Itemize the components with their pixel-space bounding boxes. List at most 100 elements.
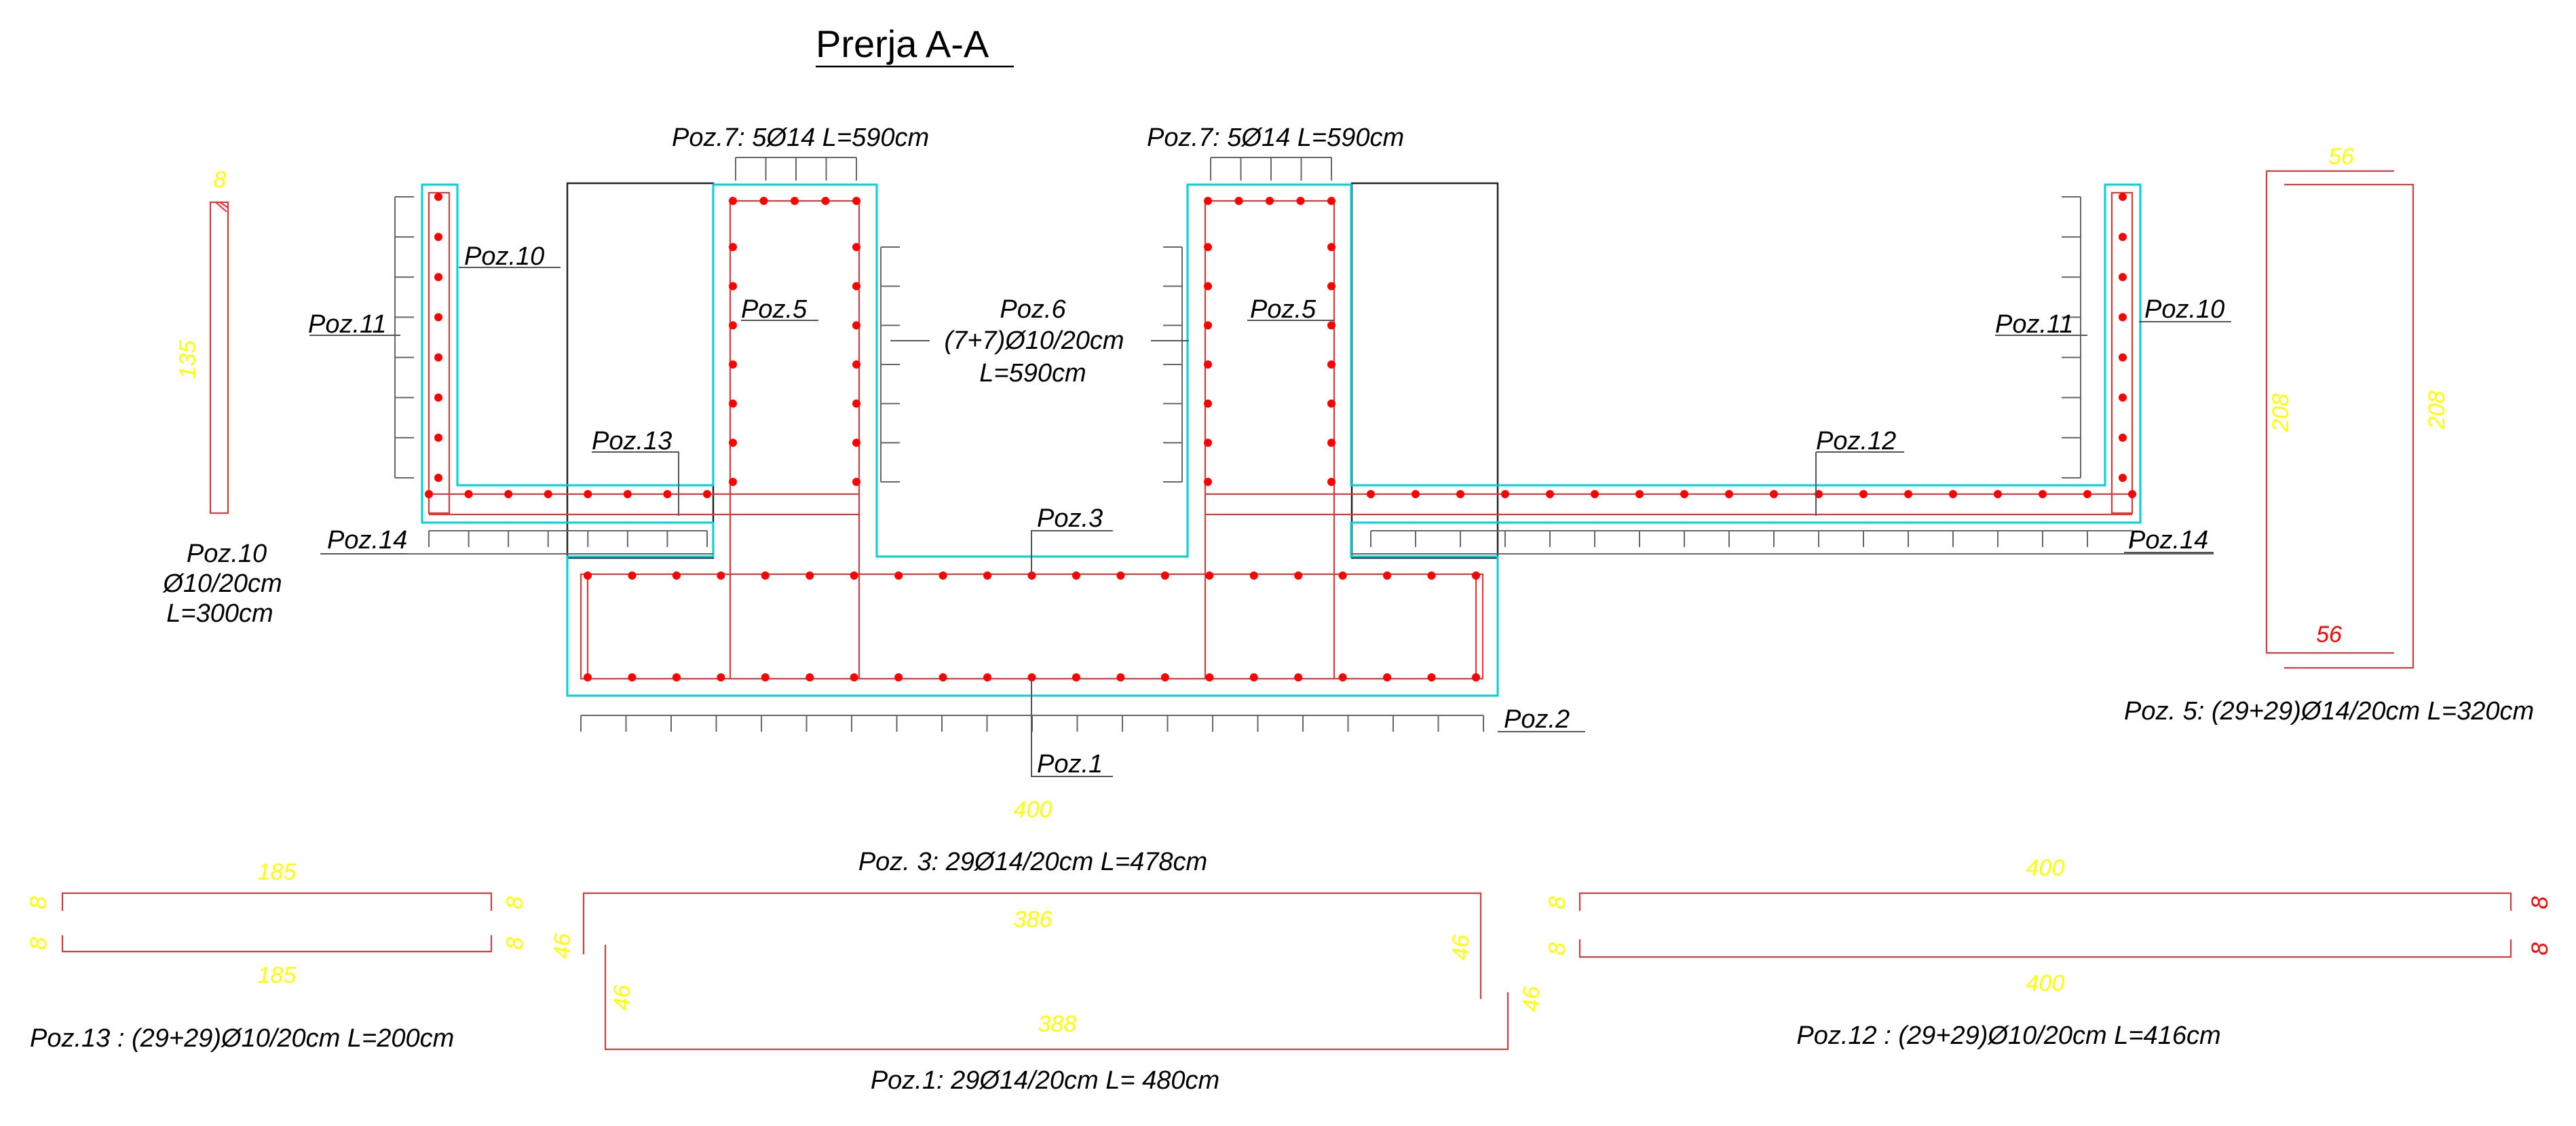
- dim-poz5-right: 208: [2424, 391, 2450, 430]
- rebar-dot: [434, 433, 442, 442]
- rebar-dot: [1327, 197, 1336, 205]
- schedule-poz13: 185 185 8 8 8 8 Poz.13 : (29+29)Ø10/20cm…: [26, 859, 528, 1053]
- rebar-dot: [729, 282, 737, 290]
- rebar-dot: [852, 399, 860, 408]
- rebar-dot: [791, 197, 799, 205]
- rebar-dots: [425, 193, 2136, 681]
- dim-poz12-hook3: 8: [2527, 896, 2553, 909]
- dim-poz12-hook1: 8: [1545, 896, 1570, 909]
- rebar-dot: [759, 197, 768, 205]
- rebar-dot: [852, 360, 860, 369]
- rebar-dot: [2119, 233, 2127, 242]
- rebar-dot: [939, 673, 947, 681]
- label-poz1: Poz.1: [1037, 750, 1103, 778]
- leader-poz12: [1815, 451, 1904, 516]
- concrete-outline: [421, 183, 2142, 697]
- schedule-poz1: Poz.1: 29Ø14/20cm L= 480cm: [871, 1066, 1219, 1095]
- leader-lines: [309, 267, 2231, 777]
- rebar-dot: [1383, 673, 1392, 681]
- rebar-dot: [623, 490, 632, 498]
- rebar-dot: [434, 313, 442, 322]
- schedule-poz10: 8 135 Poz.10 Ø10/20cm L=300cm: [162, 167, 282, 628]
- schedule-poz10-line1: Poz.10: [187, 540, 267, 568]
- rebar-dot: [628, 571, 637, 580]
- rebar-dot: [1427, 673, 1436, 681]
- rebar-dot: [1904, 490, 1912, 498]
- rebar-dot: [939, 571, 947, 580]
- rebar-dot: [2119, 313, 2127, 322]
- rebar-dot: [852, 243, 860, 251]
- label-poz13: Poz.13: [592, 427, 672, 455]
- schedule-poz13: Poz.13 : (29+29)Ø10/20cm L=200cm: [30, 1024, 454, 1053]
- rebar-dot: [1204, 243, 1212, 251]
- rebar-dot: [852, 197, 860, 205]
- dim-poz13-bottom: 185: [258, 962, 297, 988]
- schedule-poz5: Poz. 5: (29+29)Ø14/20cm L=320cm: [2124, 697, 2534, 726]
- right-wall-block: [1350, 182, 1499, 559]
- dim-poz5-left: 208: [2268, 394, 2294, 433]
- rebar-dot: [1501, 490, 1509, 498]
- dim-poz5-top: 56: [2328, 144, 2354, 170]
- rebar-dot: [983, 571, 992, 580]
- label-poz3: Poz.3: [1037, 504, 1103, 533]
- label-poz5-left: Poz.5: [741, 295, 808, 324]
- rebar-dot: [1294, 673, 1303, 681]
- rebar-dot: [2119, 474, 2127, 482]
- rebar-dot: [852, 282, 860, 290]
- rebar-dot: [544, 490, 552, 498]
- rebar-dot: [1327, 360, 1336, 369]
- rebar-dot: [1427, 571, 1436, 580]
- label-poz5-right: Poz.5: [1250, 295, 1317, 324]
- rebar-dot: [729, 360, 737, 369]
- rebar-dot: [983, 673, 992, 681]
- rebar-dot: [729, 321, 737, 330]
- rebar-dot: [1204, 478, 1212, 486]
- dim-poz1-right: 46: [1519, 986, 1545, 1012]
- drawing-title: Prerja A-A: [816, 22, 989, 65]
- rebar-dot: [1327, 243, 1336, 251]
- rebar-dot: [1116, 673, 1125, 681]
- rebar-dot: [504, 490, 513, 498]
- rebar-dot: [1383, 571, 1392, 580]
- dim-poz10-hook: 8: [214, 167, 227, 193]
- rebar-left-column: [730, 200, 860, 574]
- schedule-poz10-line2: Ø10/20cm: [162, 569, 282, 598]
- rebar-dot: [2119, 393, 2127, 402]
- rebar-dot: [850, 673, 858, 681]
- dim-poz12-bottom: 400: [2026, 971, 2065, 996]
- label-poz7-left: Poz.7: 5Ø14 L=590cm: [672, 124, 929, 152]
- rebar-dot: [1160, 571, 1169, 580]
- rebar-dot: [2083, 490, 2091, 498]
- rebar-dot: [2039, 490, 2047, 498]
- dim-poz1-length: 388: [1038, 1011, 1077, 1037]
- dim-poz12-hook4: 8: [2527, 942, 2553, 955]
- leader-poz3: [1031, 530, 1113, 574]
- rebar-right-column: [1205, 200, 1335, 574]
- rebar-dot: [434, 273, 442, 282]
- label-poz7-right: Poz.7: 5Ø14 L=590cm: [1147, 124, 1404, 152]
- rebar-right-slab: [1205, 493, 2132, 515]
- rebar-dot: [434, 193, 442, 201]
- dim-poz1-left: 46: [609, 985, 635, 1011]
- rebar-dot: [1160, 673, 1169, 681]
- rebar-dot: [1327, 478, 1336, 486]
- schedule-poz10-line3: L=300cm: [166, 599, 273, 628]
- rebar-dot: [1367, 490, 1375, 498]
- rebar-dot: [2128, 490, 2136, 498]
- schedule-poz3-poz1: 386 46 46 388 46 46 Poz.1: 29Ø14/20cm L=…: [550, 893, 1545, 1095]
- label-poz14-right: Poz.14: [2128, 526, 2208, 555]
- label-poz12: Poz.12: [1816, 427, 1896, 455]
- schedule-poz12: 400 400 8 8 8 8 Poz.12 : (29+29)Ø10/20cm…: [1545, 855, 2553, 1050]
- rebar-dot: [894, 673, 903, 681]
- rebar-dot: [2119, 273, 2127, 282]
- rebar-dot: [663, 490, 672, 498]
- rebar-dot: [2119, 353, 2127, 362]
- leader-poz13: [592, 451, 679, 516]
- rebar-dot: [850, 571, 858, 580]
- rebar-left-slab: [429, 493, 859, 515]
- rebar-dot: [2119, 433, 2127, 442]
- rebar-dot: [464, 490, 473, 498]
- rebar-dot: [1204, 399, 1212, 408]
- dim-poz3-total: 400: [1014, 797, 1053, 823]
- rebar-dot: [1116, 571, 1125, 580]
